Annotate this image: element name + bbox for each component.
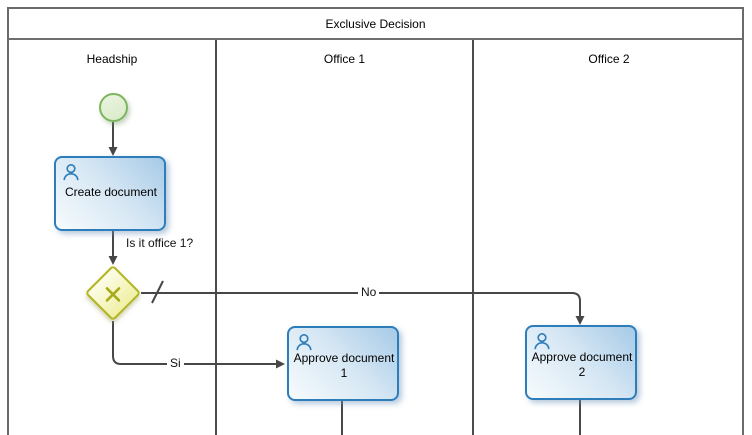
task-label: Create document xyxy=(64,185,158,199)
arrowhead-into-approve1 xyxy=(276,359,285,369)
task-label: Approve document 1 xyxy=(293,351,395,380)
default-flow-slash-marker xyxy=(151,280,164,304)
lane-separator-1[interactable] xyxy=(215,40,217,435)
user-task-icon xyxy=(296,333,312,351)
lane-header-headship[interactable]: Headship xyxy=(9,51,215,67)
edge-label-no[interactable]: No xyxy=(358,285,380,300)
task-label: Approve document 2 xyxy=(531,350,633,379)
edge-label-is-it-office-1[interactable]: Is it office 1? xyxy=(126,236,194,250)
lane-label: Office 1 xyxy=(323,52,366,66)
arrowhead-into-create xyxy=(108,147,118,156)
start-event[interactable] xyxy=(99,93,128,122)
lane-label: Office 2 xyxy=(588,52,630,66)
task-approve-document-2[interactable]: Approve document 2 xyxy=(525,325,637,400)
pool-title-bar[interactable]: Exclusive Decision xyxy=(7,7,744,40)
user-task-icon xyxy=(63,163,79,181)
pool-title: Exclusive Decision xyxy=(325,16,426,31)
arrowhead-into-approve2 xyxy=(575,316,585,325)
flow-si-line[interactable] xyxy=(112,321,277,365)
flow-no-line[interactable] xyxy=(141,292,581,318)
task-create-document[interactable]: Create document xyxy=(54,156,166,231)
lane-header-office-1[interactable]: Office 1 xyxy=(217,51,472,67)
lane-header-office-2[interactable]: Office 2 xyxy=(474,51,744,67)
lane-separator-2[interactable] xyxy=(472,40,474,435)
lane-label: Headship xyxy=(86,52,138,66)
exclusive-gateway-x-icon xyxy=(102,283,124,305)
task-approve-document-1[interactable]: Approve document 1 xyxy=(287,326,399,401)
arrowhead-into-gateway xyxy=(108,256,118,265)
user-task-icon xyxy=(534,332,550,350)
exclusive-gateway[interactable] xyxy=(84,264,142,322)
edge-label-si[interactable]: Si xyxy=(167,356,184,371)
